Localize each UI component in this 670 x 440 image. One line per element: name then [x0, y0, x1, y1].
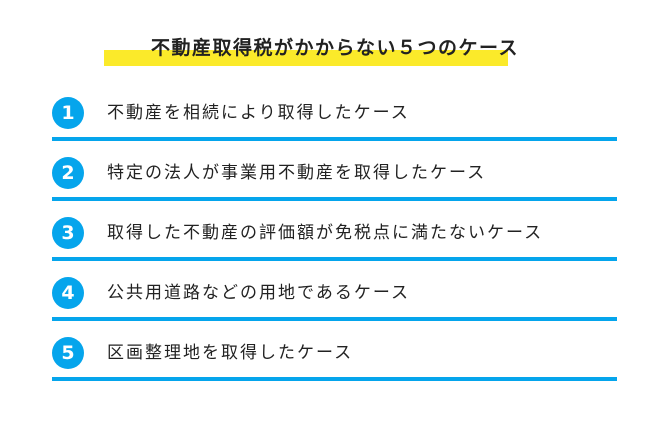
divider-line — [52, 257, 617, 261]
divider-line — [52, 137, 617, 141]
list-item: 2 特定の法人が事業用不動産を取得したケース — [52, 157, 617, 217]
title-highlight — [104, 50, 508, 66]
number-badge: 2 — [52, 157, 84, 189]
divider-line — [52, 317, 617, 321]
number-badge: 5 — [52, 337, 84, 369]
number-badge: 3 — [52, 217, 84, 249]
item-label: 区画整理地を取得したケース — [107, 343, 354, 363]
item-label: 公共用道路などの用地であるケース — [107, 283, 410, 303]
item-label: 不動産を相続により取得したケース — [107, 103, 410, 123]
list-item: 4 公共用道路などの用地であるケース — [52, 277, 617, 337]
page-title: 不動産取得税がかからない５つのケース — [150, 37, 520, 59]
list-item: 3 取得した不動産の評価額が免税点に満たないケース — [52, 217, 617, 277]
item-label: 特定の法人が事業用不動産を取得したケース — [107, 163, 487, 183]
title-container: 不動産取得税がかからない５つのケース — [0, 34, 670, 62]
divider-line — [52, 197, 617, 201]
item-label: 取得した不動産の評価額が免税点に満たないケース — [107, 223, 544, 243]
list-item: 5 区画整理地を取得したケース — [52, 337, 617, 397]
number-badge: 1 — [52, 97, 84, 129]
divider-line — [52, 377, 617, 381]
list-item: 1 不動産を相続により取得したケース — [52, 97, 617, 157]
number-badge: 4 — [52, 277, 84, 309]
